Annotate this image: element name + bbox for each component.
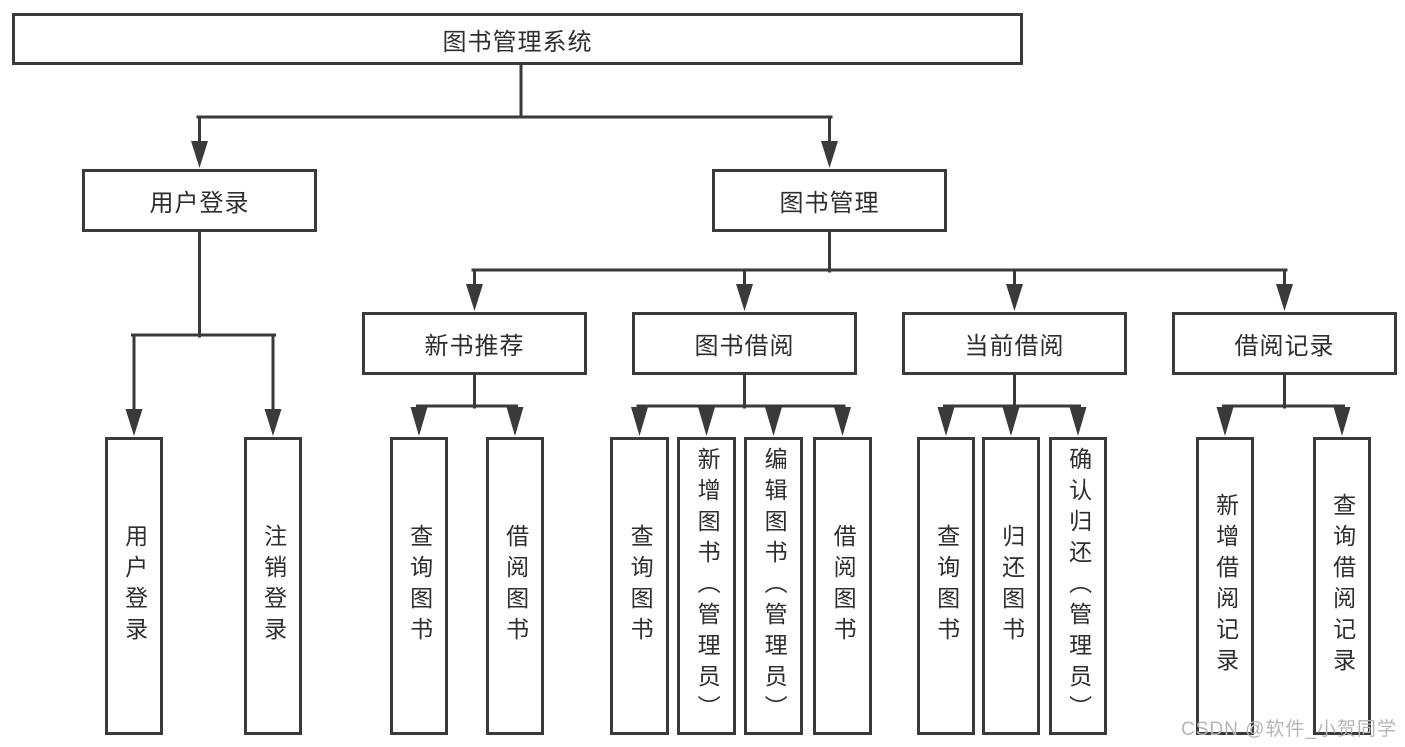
- leaf-current-query-books-label: 查询图书: [933, 524, 960, 648]
- leaf-borrowing-query-books: 查询图书: [610, 437, 669, 735]
- node-new-book-recommend: 新书推荐: [362, 312, 587, 375]
- leaf-query-borrow-record-label: 查询借阅记录: [1329, 493, 1356, 679]
- leaf-user-login: 用户登录: [105, 437, 163, 735]
- leaf-logout: 注销登录: [244, 437, 302, 735]
- node-library-system: 图书管理系统: [12, 13, 1023, 65]
- leaf-add-books-admin: 新增图书（管理员）: [677, 437, 736, 735]
- leaf-borrowing-query-books-label: 查询图书: [627, 524, 654, 648]
- leaf-query-borrow-record: 查询借阅记录: [1313, 437, 1371, 735]
- leaf-borrowing-borrow-books: 借阅图书: [813, 437, 872, 735]
- leaf-borrowing-borrow-books-label: 借阅图书: [830, 524, 857, 648]
- node-borrowing-records: 借阅记录: [1172, 312, 1397, 375]
- node-book-borrowing: 图书借阅: [632, 312, 857, 375]
- node-book-management: 图书管理: [712, 169, 947, 232]
- leaf-confirm-return-admin-label: 确认归还（管理员）: [1065, 446, 1092, 726]
- leaf-edit-books-admin-label: 编辑图书（管理员）: [761, 446, 788, 726]
- leaf-recommend-borrow-books-label: 借阅图书: [502, 524, 529, 648]
- leaf-confirm-return-admin: 确认归还（管理员）: [1049, 437, 1107, 735]
- leaf-return-books: 归还图书: [982, 437, 1040, 735]
- node-current-borrowing: 当前借阅: [902, 312, 1127, 375]
- leaf-add-borrow-record-label: 新增借阅记录: [1212, 493, 1239, 679]
- leaf-add-borrow-record: 新增借阅记录: [1196, 437, 1254, 735]
- leaf-recommend-query-books: 查询图书: [390, 437, 448, 735]
- leaf-logout-label: 注销登录: [260, 524, 287, 648]
- leaf-return-books-label: 归还图书: [998, 524, 1025, 648]
- node-user-login: 用户登录: [82, 169, 317, 232]
- leaf-add-books-admin-label: 新增图书（管理员）: [694, 446, 721, 726]
- leaf-user-login-label: 用户登录: [121, 524, 148, 648]
- leaf-recommend-borrow-books: 借阅图书: [486, 437, 544, 735]
- leaf-edit-books-admin: 编辑图书（管理员）: [744, 437, 803, 735]
- leaf-current-query-books: 查询图书: [917, 437, 975, 735]
- csdn-watermark: CSDN @软件_小贺同学: [1181, 719, 1397, 740]
- leaf-recommend-query-books-label: 查询图书: [406, 524, 433, 648]
